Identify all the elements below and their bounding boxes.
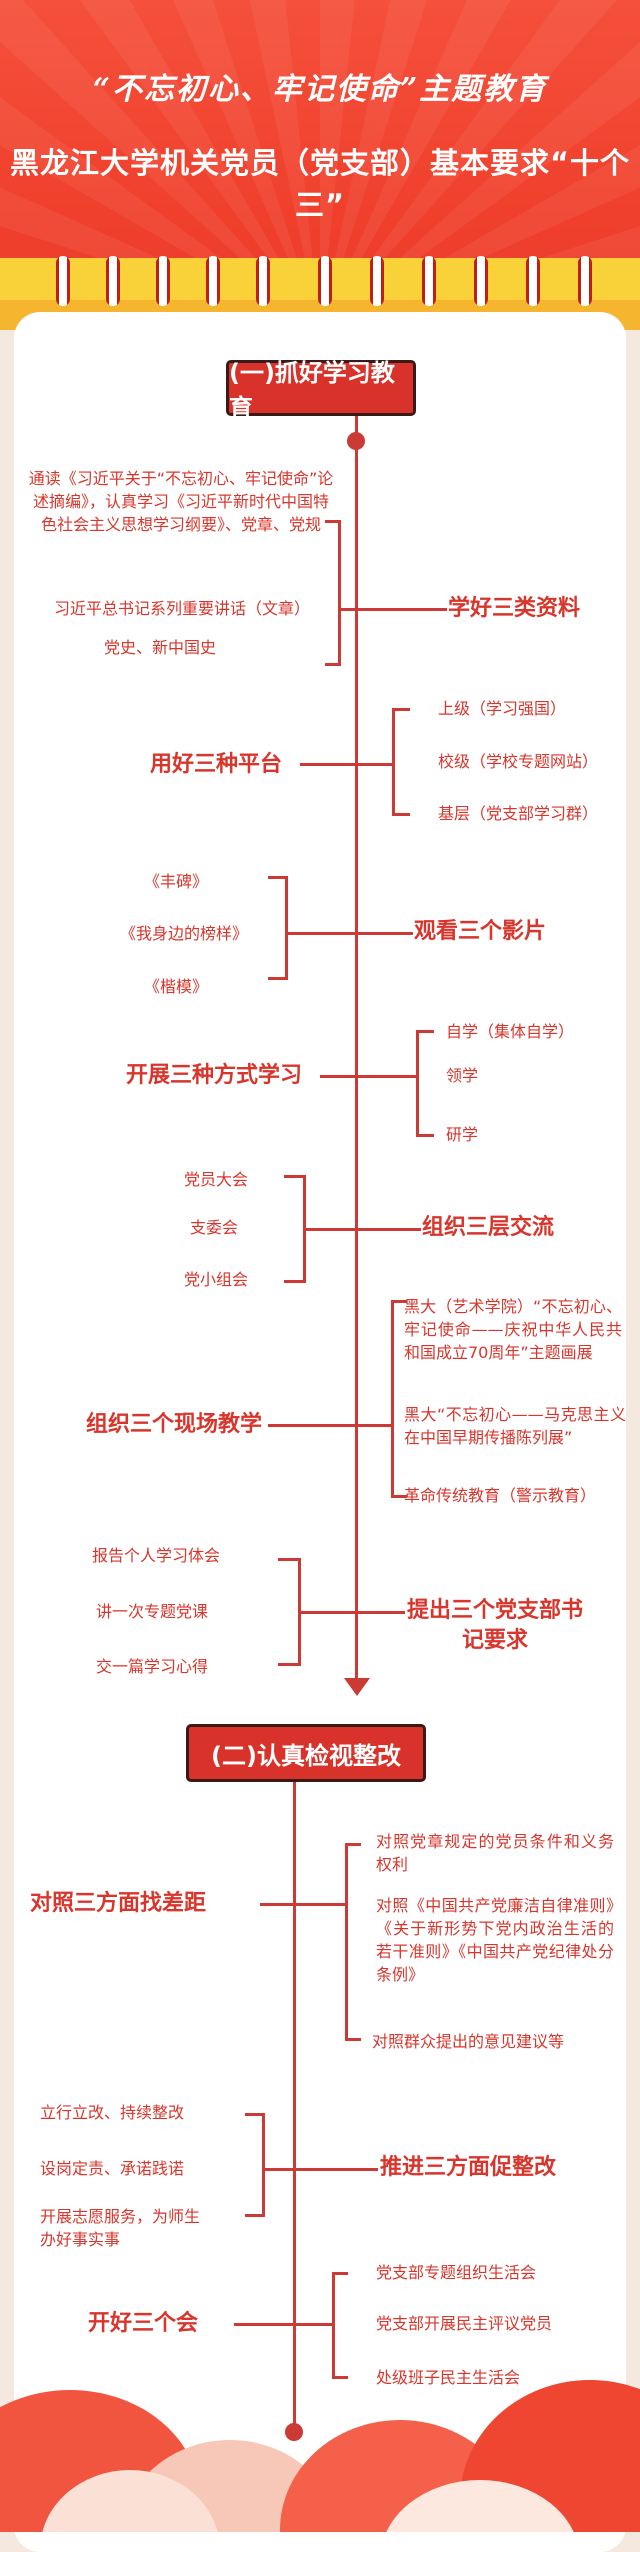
section1-arrow-down [344, 1678, 370, 1696]
s1-item2-sub2: 校级（学校专题网站） [438, 752, 599, 771]
s1-item3-sub2: 《我身边的榜样》 [119, 924, 248, 943]
section1-start-dot [347, 432, 365, 450]
binder-ring [106, 256, 120, 306]
s2-item1-main: 对照三方面找差距 [30, 1891, 207, 1916]
s1-item2-sub1: 上级（学习强国） [438, 699, 567, 718]
s2-item3-sub3: 处级班子民主生活会 [376, 2368, 521, 2387]
s2-item1-sub3: 对照群众提出的意见建议等 [372, 2032, 565, 2051]
s1-item4-main: 开展三种方式学习 [125, 1063, 302, 1088]
s1-item2-main: 用好三种平台 [149, 752, 282, 777]
binder-ring [256, 256, 270, 306]
s1-item3-main: 观看三个影片 [414, 919, 547, 944]
binder-ring [156, 256, 170, 306]
s1-item6-sub1: 黑大（艺术学院）“不忘初心、牢记使命——庆祝中华人民共和国成立70周年”主题画展 [404, 1297, 622, 1362]
s1-item4-sub3: 研学 [446, 1125, 479, 1144]
footer-clouds [0, 2330, 640, 2532]
binder-ring [526, 256, 540, 306]
s2-item3-sub2: 党支部开展民主评议党员 [376, 2314, 553, 2333]
s1-item7-sub2: 讲一次专题党课 [95, 1602, 208, 1621]
binder-ring [474, 256, 488, 306]
binder-ring [422, 256, 436, 306]
s1-item6-sub2: 黑大“不忘初心——马克思主义在中国早期传播陈列展” [404, 1405, 626, 1447]
binder-ring [318, 256, 332, 306]
s1-item1-sub2: 习近平总书记系列重要讲话（文章） [53, 599, 310, 618]
s1-item6-sub3: 革命传统教育（警示教育） [404, 1486, 597, 1505]
section1-title: (一)抓好学习教育 [226, 359, 416, 422]
s1-item7-sub1: 报告个人学习体会 [91, 1546, 220, 1565]
s1-item4-sub2: 领学 [446, 1066, 479, 1085]
s1-item5-sub1: 党员大会 [183, 1170, 248, 1189]
s1-item3-sub1: 《丰碑》 [143, 872, 208, 891]
binder-ring [578, 256, 592, 306]
section2-spine [293, 1782, 296, 2427]
s1-item1-sub1: 通读《习近平关于“不忘初心、牢记使命”论述摘编》，认真学习《习近平新时代中国特色… [28, 469, 334, 534]
s2-item2-sub3: 开展志愿服务，为师生办好事实事 [40, 2207, 201, 2249]
s1-item4-sub1: 自学（集体自学） [446, 1022, 575, 1041]
s1-item5-sub2: 支委会 [189, 1218, 238, 1237]
s1-item6-main: 组织三个现场教学 [85, 1412, 262, 1437]
section2-end-dot [285, 2423, 303, 2441]
s1-item1-main: 学好三类资料 [448, 596, 581, 621]
s2-item2-sub2: 设岗定责、承诺践诺 [40, 2159, 185, 2178]
s1-item3-sub3: 《楷模》 [143, 977, 208, 996]
content-card [14, 312, 626, 2552]
s2-item3-main: 开好三个会 [88, 2311, 199, 2336]
s1-item7-main: 提出三个党支部书记要求 [406, 1598, 583, 1653]
s2-item2-sub1: 立行立改、持续整改 [40, 2103, 185, 2122]
header-title-line2: 黑龙江大学机关党员（党支部）基本要求“十个三” [9, 146, 631, 222]
binder-ring [370, 256, 384, 306]
s2-item1-sub2: 对照《中国共产党廉洁自律准则》《关于新形势下党内政治生活的若干准则》《中国共产党… [376, 1896, 614, 1984]
s2-item2-main: 推进三方面促整改 [380, 2155, 557, 2180]
s1-item2-sub3: 基层（党支部学习群） [438, 804, 599, 823]
binder-ring [206, 256, 220, 306]
s2-item1-sub1: 对照党章规定的党员条件和义务权利 [376, 1832, 614, 1874]
s1-item5-sub3: 党小组会 [183, 1270, 248, 1289]
header-banner: “不忘初心、牢记使命”主题教育 黑龙江大学机关党员（党支部）基本要求“十个三” [0, 0, 640, 330]
s2-item3-sub1: 党支部专题组织生活会 [376, 2263, 537, 2282]
header-title-line1: “不忘初心、牢记使命”主题教育 [92, 72, 548, 107]
s1-item7-sub3: 交一篇学习心得 [95, 1657, 208, 1676]
section1-spine [355, 416, 358, 1678]
s1-item1-sub3: 党史、新中国史 [103, 638, 216, 657]
s1-item5-main: 组织三层交流 [422, 1215, 555, 1240]
section2-title: (二)认真检视整改 [186, 1724, 426, 1782]
binder-ring [56, 256, 70, 306]
